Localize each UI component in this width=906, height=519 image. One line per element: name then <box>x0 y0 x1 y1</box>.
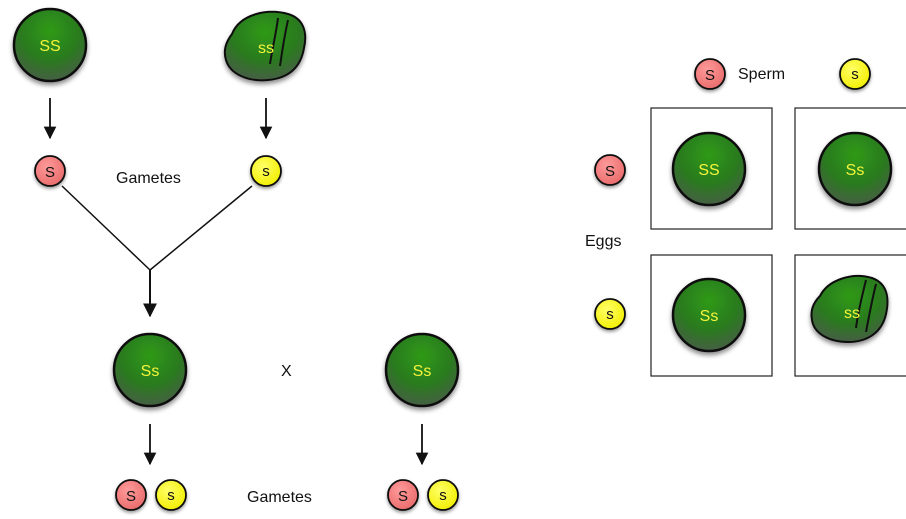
svg-text:s: s <box>167 487 175 504</box>
gametes-label-bottom: Gametes <box>247 489 312 506</box>
parent-wrinkled-pea: ss <box>223 10 307 82</box>
svg-text:S: S <box>398 488 408 505</box>
svg-text:Ss: Ss <box>700 308 719 325</box>
svg-text:S: S <box>605 163 615 180</box>
gametes-label-top: Gametes <box>116 170 181 187</box>
punnett-cell-ss-hetero-top: Ss <box>817 131 893 207</box>
svg-text:s: s <box>439 487 447 504</box>
eggs-label: Eggs <box>585 233 622 250</box>
svg-text:Ss: Ss <box>413 363 432 380</box>
svg-text:S: S <box>705 67 715 84</box>
f1-gamete-right-recessive: s <box>427 479 459 511</box>
svg-text:S: S <box>45 164 55 181</box>
merge-line-left <box>61 185 151 271</box>
svg-text:s: s <box>262 163 270 180</box>
f1-gamete-right-dominant: S <box>387 479 419 511</box>
parent-wrinkled-genotype: ss <box>258 40 274 57</box>
sperm-label: Sperm <box>738 66 786 83</box>
egg-gamete-dominant: S <box>594 154 626 186</box>
punnett-cell-ss-hetero-bottom: Ss <box>671 277 747 353</box>
cross-symbol: X <box>281 363 292 380</box>
f1-gamete-left-dominant: S <box>115 479 147 511</box>
svg-text:ss: ss <box>844 305 860 322</box>
svg-text:Ss: Ss <box>141 363 160 380</box>
svg-text:s: s <box>606 306 614 323</box>
f1-pea-right: Ss <box>384 332 460 408</box>
svg-text:S: S <box>126 488 136 505</box>
gamete-dominant-parent: S <box>34 155 66 187</box>
gamete-recessive-parent: s <box>250 155 282 187</box>
f1-pea-left: Ss <box>112 332 188 408</box>
egg-gamete-recessive: s <box>594 298 626 330</box>
sperm-gamete-recessive: s <box>839 58 871 90</box>
parent-smooth-pea: SS <box>12 7 88 83</box>
parent-smooth-genotype: SS <box>39 38 60 55</box>
svg-text:Ss: Ss <box>846 162 865 179</box>
merge-line-right <box>149 185 253 271</box>
svg-text:SS: SS <box>698 162 719 179</box>
f1-gamete-left-recessive: s <box>155 479 187 511</box>
punnett-cell-ss-dominant: SS <box>671 131 747 207</box>
svg-text:s: s <box>851 66 859 83</box>
sperm-gamete-dominant: S <box>694 58 726 90</box>
punnett-cell-ss-recessive: ss <box>810 275 889 344</box>
